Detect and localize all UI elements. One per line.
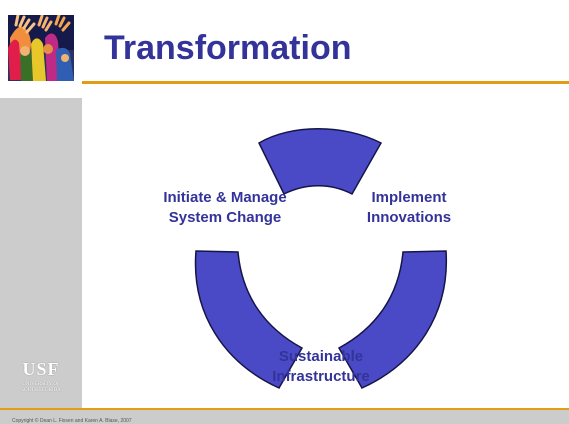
initiate-manage-system-change-label: Initiate & Manage System Change (142, 188, 308, 228)
top-arc-segment (258, 128, 383, 196)
usf-logo-subtext: UNIVERSITY OF SOUTH FLORIDA (21, 382, 61, 393)
bottom-accent-rule (0, 408, 569, 410)
slide-title: Transformation (104, 29, 352, 67)
right-arc-segment (337, 250, 448, 389)
sustainable-infrastructure-text: Sustainable Infrastructure (272, 348, 370, 385)
implement-innovations-text: Implement Innovations (366, 189, 452, 226)
implement-innovations-label: Implement Innovations (337, 188, 481, 228)
usf-logo: USF UNIVERSITY OF SOUTH FLORIDA (14, 357, 68, 401)
initiate-manage-system-change-text: Initiate & Manage System Change (163, 189, 287, 226)
hands-logo-image (8, 15, 74, 81)
sustainable-infrastructure-label: Sustainable Infrastructure (238, 347, 404, 387)
left-arc-segment (194, 250, 304, 389)
footer-bar (0, 410, 569, 424)
copyright-text: Copyright © Dean L. Fixsen and Karen A. … (12, 418, 132, 424)
usf-logo-letters: USF (22, 359, 60, 379)
title-accent-rule (82, 81, 569, 84)
